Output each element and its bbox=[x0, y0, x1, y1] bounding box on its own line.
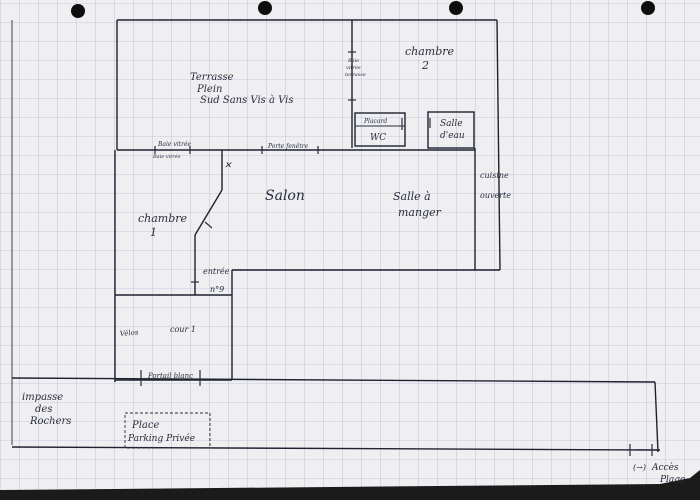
impasse-label-3: Rochers bbox=[29, 416, 71, 427]
wc-label: WC bbox=[370, 133, 386, 143]
cuisine-label: cuisine bbox=[480, 171, 509, 180]
arrow-glyph: (→) bbox=[633, 463, 646, 472]
placard-label: Placard bbox=[363, 118, 387, 125]
terrasse-label-3: Sud Sans Vis à Vis bbox=[200, 95, 294, 106]
baie-terrasse-label-2: vitrée bbox=[346, 64, 361, 71]
baie-terrasse-label: Baie bbox=[347, 58, 359, 64]
chambre2-label: chambre bbox=[405, 45, 455, 58]
impasse-label: impasse bbox=[22, 392, 63, 403]
chambre1-label: chambre bbox=[138, 212, 188, 225]
salle-a-manger-label-2: manger bbox=[398, 206, 442, 219]
salle-a-manger-label: Salle à bbox=[393, 190, 431, 203]
parking-label: Place bbox=[131, 420, 159, 431]
binder-hole-icon bbox=[449, 1, 463, 15]
entree-number: n°9 bbox=[210, 285, 224, 294]
cour-label: cour 1 bbox=[170, 325, 196, 334]
salon-label: Salon bbox=[265, 188, 305, 204]
door-arrow-mark: ✕ bbox=[224, 161, 232, 171]
house-walls bbox=[11, 19, 661, 453]
salle-eau-label-2: d'eau bbox=[440, 131, 465, 141]
chambre1-number: 1 bbox=[150, 226, 157, 239]
velos-label: Vélos bbox=[119, 328, 139, 338]
opening-marks bbox=[140, 51, 653, 456]
porte-fenetre-label: Porte fenêtre bbox=[267, 143, 309, 150]
binder-hole-icon bbox=[71, 4, 85, 18]
entree-label: entrée bbox=[203, 267, 230, 276]
acces-label: Accès bbox=[651, 462, 679, 473]
parking-label-2: Parking Privée bbox=[127, 433, 195, 444]
binder-hole-icon bbox=[258, 1, 272, 15]
terrasse-label-2: Plein bbox=[196, 84, 222, 95]
cuisine-label-2: ouverte bbox=[480, 191, 511, 200]
binder-hole-icon bbox=[641, 1, 655, 15]
baie-terrasse-label-3: terrasse bbox=[345, 72, 366, 78]
terrasse-label: Terrasse bbox=[190, 72, 234, 83]
baie-vitree-label: Baie vitrée bbox=[157, 141, 192, 148]
portail-label: Portail blanc bbox=[147, 372, 193, 380]
salle-eau-label: Salle bbox=[440, 119, 463, 129]
impasse-label-2: des bbox=[35, 404, 52, 415]
plage-label: Plage bbox=[659, 475, 685, 485]
baie-vitree-ch1-label: Baie vitrée bbox=[152, 153, 181, 160]
chambre2-number: 2 bbox=[421, 59, 429, 72]
